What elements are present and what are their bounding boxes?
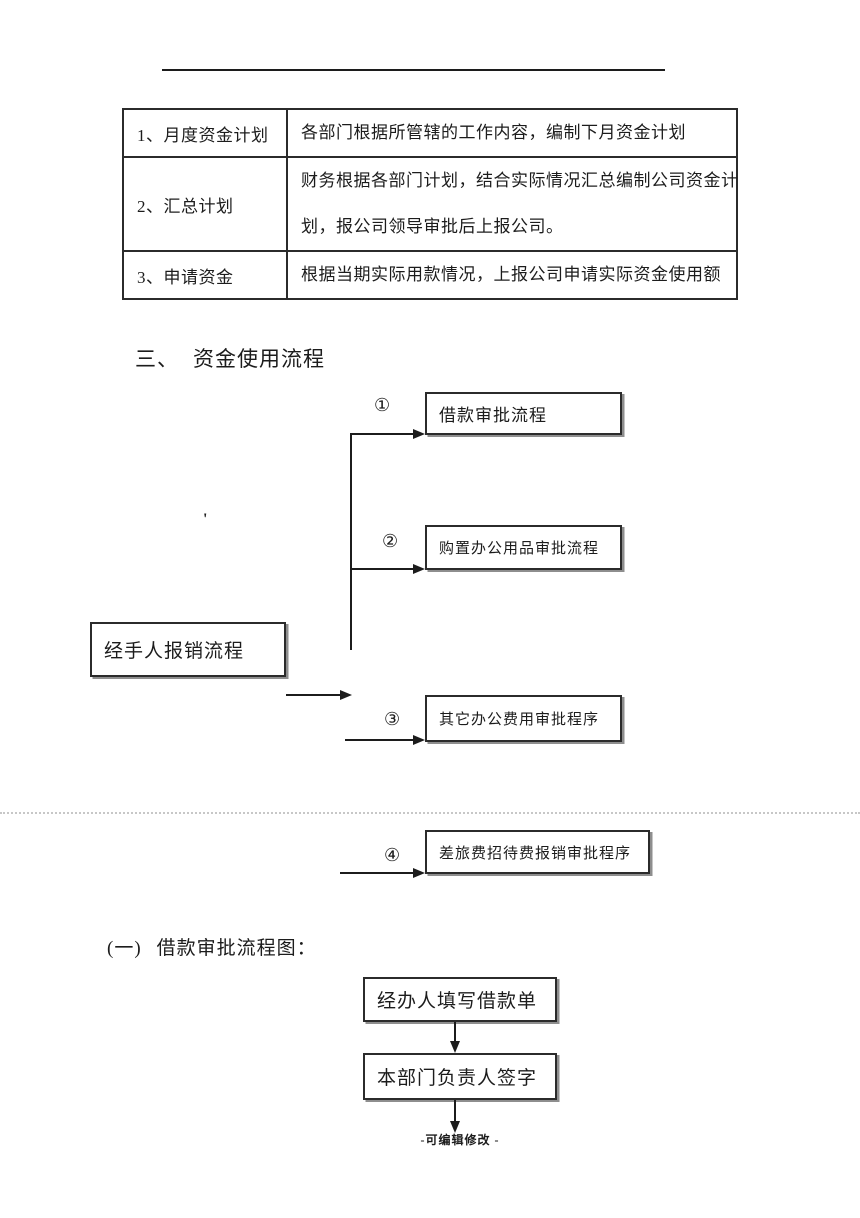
row-desc-line: 财务根据各部门计划，结合实际情况汇总编制公司资金计 (301, 171, 739, 190)
loan-step-box-fill-form: 经办人填写借款单 (363, 977, 557, 1022)
fund-plan-table: 1、月度资金计划 各部门根据所管辖的工作内容，编制下月资金计划 2、汇总计划 财… (122, 108, 738, 300)
row-desc-cell: 各部门根据所管辖的工作内容，编制下月资金计划 (286, 108, 738, 158)
row-label-cell: 3、申请资金 (122, 250, 288, 300)
flow-box-label: 经手人报销流程 (104, 641, 245, 662)
branch-number-3: ③ (384, 709, 401, 729)
flow-box-loan-approval: 借款审批流程 (425, 392, 622, 435)
loan-step-box-dept-head-sign: 本部门负责人签字 (363, 1053, 557, 1100)
branch-number-1: ① (374, 395, 391, 415)
connector-vertical-line (350, 434, 352, 650)
row-label: 2、汇总计划 (137, 196, 234, 216)
subsection-number: (一) (107, 938, 142, 959)
subsection-title: 借款审批流程图： (156, 938, 317, 959)
row-label-cell: 2、汇总计划 (122, 156, 288, 252)
flow-box-travel-entertainment: 差旅费招待费报销审批程序 (425, 830, 650, 874)
step-arrow-down-2 (449, 1100, 460, 1133)
row-label: 1、月度资金计划 (137, 125, 269, 145)
flow-box-label: 购置办公用品审批流程 (439, 541, 600, 557)
footer-note: -可编辑修改 - (420, 1133, 500, 1147)
section-title: 资金使用流程 (193, 347, 325, 371)
flow-box-label: 其它办公费用审批程序 (439, 712, 600, 728)
flow-box-label: 本部门负责人签字 (377, 1068, 538, 1089)
row-desc-line: 各部门根据所管辖的工作内容，编制下月资金计划 (301, 123, 686, 142)
arrow-to-branch-3 (345, 734, 425, 745)
arrow-to-branch-4 (340, 867, 425, 878)
section-number: 三、 (135, 347, 179, 371)
row-desc-line: 划，报公司领导审批后上报公司。 (301, 217, 564, 236)
arrow-to-branch-1 (350, 428, 425, 439)
flow-box-label: 借款审批流程 (439, 406, 547, 425)
stray-mark: ' (203, 511, 208, 528)
subsection-heading: (一) 借款审批流程图： (107, 933, 317, 960)
row-label-cell: 1、月度资金计划 (122, 108, 288, 158)
flow-box-handler-reimbursement: 经手人报销流程 (90, 622, 286, 677)
table-row: 2、汇总计划 财务根据各部门计划，结合实际情况汇总编制公司资金计 划，报公司领导… (122, 156, 739, 252)
arrow-to-branch-2 (350, 563, 425, 574)
row-desc-cell: 财务根据各部门计划，结合实际情况汇总编制公司资金计 划，报公司领导审批后上报公司… (286, 156, 739, 252)
page-break-dotted-rule (0, 812, 860, 814)
arrow-from-source-box (286, 689, 352, 700)
flow-box-other-office-expense: 其它办公费用审批程序 (425, 695, 622, 742)
row-label: 3、申请资金 (137, 267, 234, 287)
table-row: 1、月度资金计划 各部门根据所管辖的工作内容，编制下月资金计划 (122, 108, 738, 158)
section-heading: 三、资金使用流程 (135, 343, 325, 373)
branch-number-2: ② (382, 531, 399, 551)
branch-number-4: ④ (384, 845, 401, 865)
top-horizontal-rule (162, 69, 665, 71)
flow-box-office-supplies: 购置办公用品审批流程 (425, 525, 622, 570)
flow-box-label: 经办人填写借款单 (377, 991, 538, 1012)
row-desc-cell: 根据当期实际用款情况，上报公司申请实际资金使用额 (286, 250, 738, 300)
table-row: 3、申请资金 根据当期实际用款情况，上报公司申请实际资金使用额 (122, 250, 738, 300)
step-arrow-down-1 (449, 1022, 460, 1053)
row-desc-line: 根据当期实际用款情况，上报公司申请实际资金使用额 (301, 265, 721, 284)
flow-box-label: 差旅费招待费报销审批程序 (439, 845, 632, 862)
